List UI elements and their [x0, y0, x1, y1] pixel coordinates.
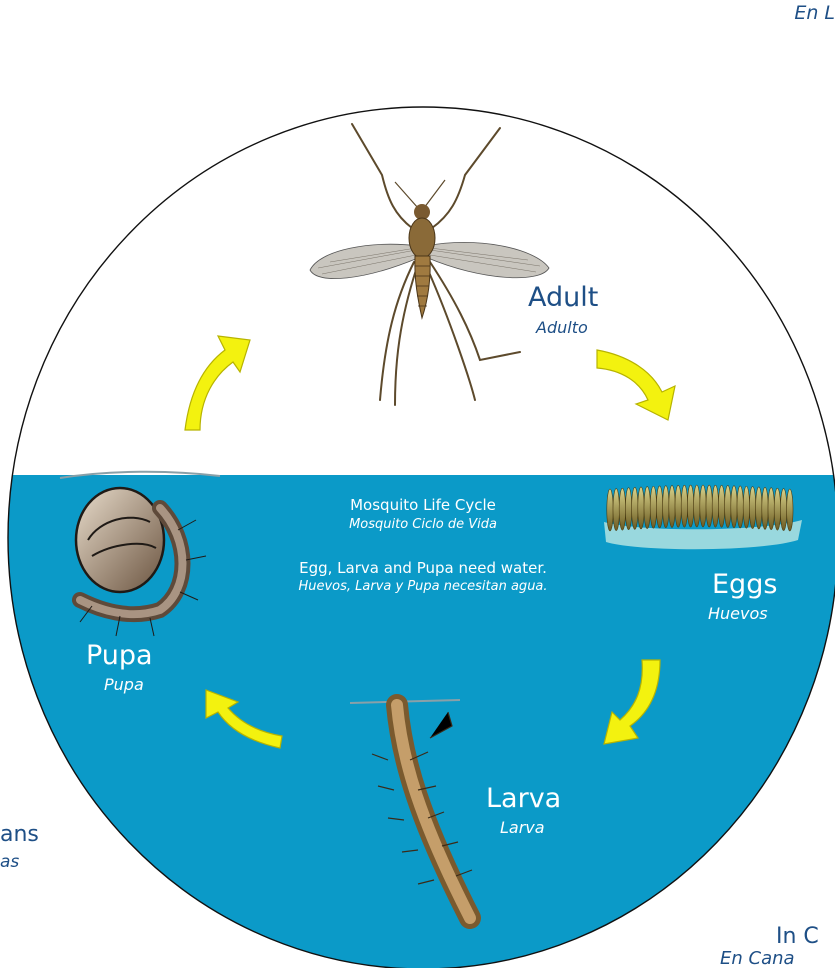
egg-cell — [669, 485, 675, 527]
egg-cell — [737, 486, 743, 528]
diagram-title: Mosquito Life Cycle — [273, 496, 573, 515]
egg-cell — [749, 487, 755, 529]
egg-cell — [768, 488, 774, 530]
egg-cell — [787, 489, 793, 531]
egg-cell — [613, 489, 619, 531]
side-label-left: ans — [0, 822, 39, 847]
egg-cell — [718, 485, 724, 527]
curved-arrow-icon — [185, 336, 250, 430]
water-note: Egg, Larva and Pupa need water. — [273, 559, 573, 578]
egg-cell — [638, 487, 644, 529]
larva-label: Larva — [486, 784, 561, 814]
egg-cell — [644, 487, 650, 529]
egg-raft-icon — [604, 485, 802, 549]
mosquito-adult-icon — [310, 124, 549, 405]
pupa-label: Pupa — [86, 641, 153, 671]
eggs-label-es: Huevos — [708, 604, 768, 624]
egg-cell — [774, 488, 780, 530]
egg-cell — [687, 485, 693, 527]
egg-cell — [706, 485, 712, 527]
egg-cell — [694, 485, 700, 527]
water-note-es: Huevos, Larva y Pupa necesitan agua. — [263, 578, 583, 595]
egg-cell — [607, 489, 613, 531]
side-label-left-es: as — [0, 852, 19, 872]
egg-cell — [731, 486, 737, 528]
side-label-right-es: En Cana — [720, 948, 795, 969]
curved-arrow-icon — [597, 350, 675, 420]
diagram-title-es: Mosquito Ciclo de Vida — [273, 516, 573, 533]
egg-cell — [756, 487, 762, 529]
egg-cell — [681, 485, 687, 527]
egg-cell — [632, 487, 638, 529]
egg-cell — [675, 485, 681, 527]
adult-label: Adult — [528, 283, 598, 313]
egg-cell — [663, 486, 669, 528]
egg-cell — [650, 486, 656, 528]
egg-cell — [762, 487, 768, 529]
corner-caption-top-right: En L — [794, 2, 835, 24]
larva-label-es: Larva — [500, 818, 545, 838]
egg-cell — [619, 488, 625, 530]
egg-cell — [656, 486, 662, 528]
egg-cell — [743, 486, 749, 528]
egg-cell — [625, 488, 631, 530]
egg-cell — [725, 485, 731, 527]
egg-cell — [712, 485, 718, 527]
pupa-label-es: Pupa — [104, 675, 144, 695]
side-label-right: In C — [776, 924, 819, 949]
adult-label-es: Adulto — [536, 318, 588, 338]
eggs-label: Eggs — [712, 570, 777, 600]
egg-cell — [780, 489, 786, 531]
egg-cell — [700, 485, 706, 527]
